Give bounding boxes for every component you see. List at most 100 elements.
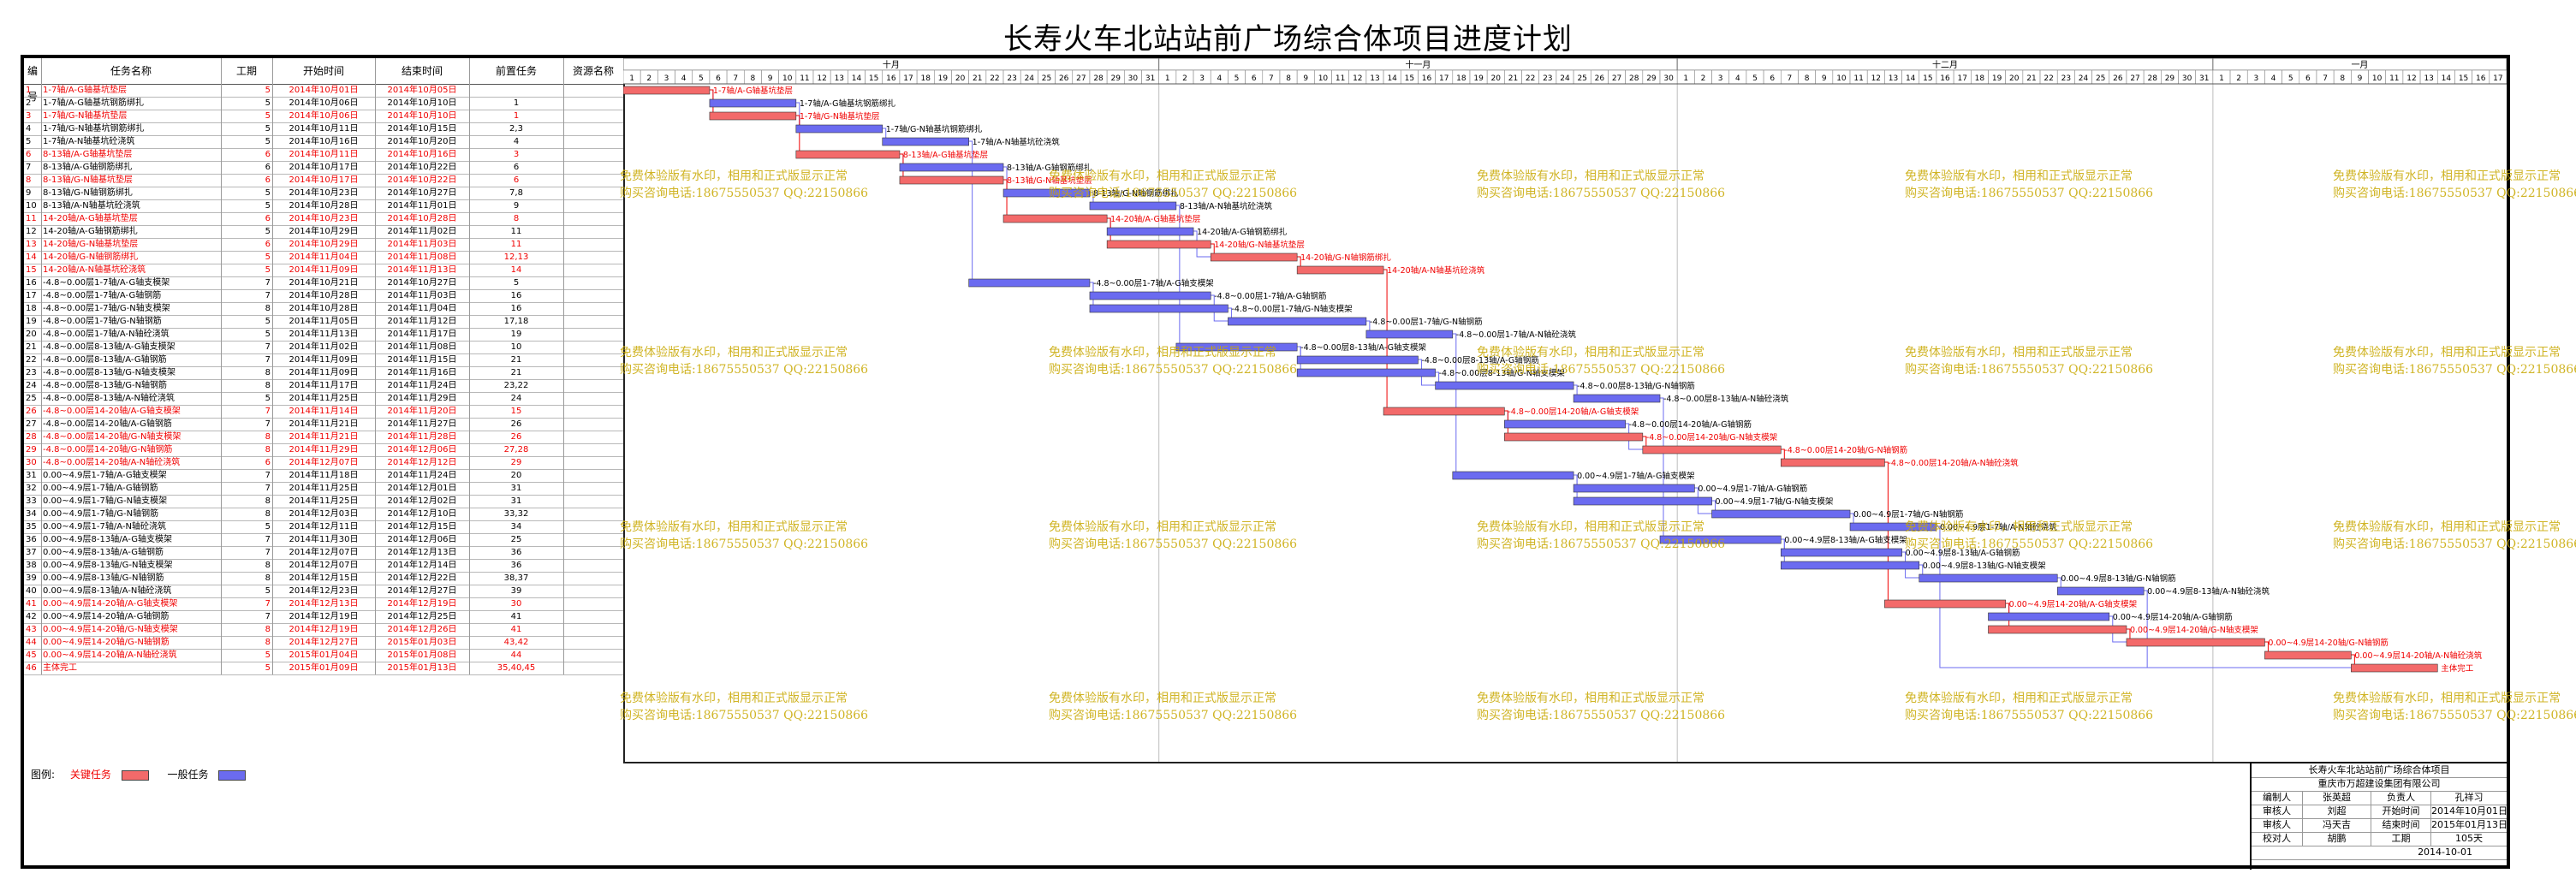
gantt-bar[interactable] [1106, 240, 1211, 249]
gantt-bar[interactable] [968, 278, 1091, 288]
gantt-bar[interactable] [1642, 445, 1782, 454]
gantt-bar[interactable] [882, 137, 969, 146]
gantt-bar[interactable] [1452, 471, 1574, 480]
gantt-bar[interactable] [899, 163, 1004, 172]
gantt-bar[interactable] [1780, 458, 1885, 467]
gantt-bar[interactable] [1106, 227, 1194, 236]
gantt-bar[interactable] [1988, 625, 2127, 634]
gantt-bar[interactable] [1089, 291, 1211, 300]
gantt-bar[interactable] [1919, 573, 2058, 583]
gantt-bar[interactable] [1504, 432, 1644, 442]
gantt-bar[interactable] [1089, 304, 1229, 313]
gantt-bar[interactable] [1884, 599, 2006, 609]
gantt-bar[interactable] [1228, 317, 1367, 326]
gantt-bar[interactable] [709, 111, 797, 121]
gantt-bar[interactable] [1210, 252, 1298, 262]
gantt-bar[interactable] [1573, 484, 1695, 493]
gantt-bar[interactable] [1573, 496, 1712, 506]
cell-col-id: 24 [26, 381, 37, 390]
gantt-bar[interactable] [1711, 509, 1851, 519]
gantt-bar[interactable] [2264, 650, 2352, 660]
gantt-bar[interactable] [795, 150, 901, 159]
gantt-bar[interactable] [1089, 201, 1177, 211]
cell-col-end: 2014年12月27日 [387, 586, 457, 596]
gantt-bar[interactable] [1296, 355, 1419, 365]
gantt-bar[interactable] [1296, 265, 1384, 275]
gantt-bar[interactable] [795, 124, 883, 134]
cell-col-id: 38 [26, 561, 37, 570]
gantt-bar[interactable] [1435, 381, 1574, 390]
gantt-bar[interactable] [1573, 394, 1661, 403]
gantt-bar[interactable] [1780, 548, 1902, 557]
gantt-bar[interactable] [1849, 522, 1937, 532]
gantt-bar[interactable] [2126, 638, 2265, 647]
gantt-bar[interactable] [2056, 586, 2145, 596]
gantt-bar[interactable] [709, 98, 797, 108]
gantt-bar[interactable] [1002, 188, 1091, 198]
gantt-bar[interactable] [1296, 368, 1436, 377]
gantt-bar[interactable] [1002, 214, 1108, 223]
gantt-bar[interactable] [1504, 419, 1626, 429]
gantt-bar[interactable] [1365, 330, 1454, 339]
gantt-bar[interactable] [899, 175, 1004, 185]
gantt-bar[interactable] [622, 86, 711, 95]
gantt-bar[interactable] [1988, 612, 2110, 621]
gantt-bar[interactable] [1175, 342, 1298, 352]
gantt-bar[interactable] [1780, 561, 1920, 570]
cell-col-start: 2014年11月25日 [289, 496, 359, 506]
cell-col-duration: 7 [265, 548, 271, 557]
gantt-bar[interactable] [2351, 663, 2438, 673]
row-divider [24, 559, 623, 560]
cell-col-predecessor: 15 [510, 407, 522, 416]
info-cell: 2015年01月13日 [2431, 819, 2507, 830]
gantt-bar[interactable] [1383, 407, 1505, 416]
gantt-bar[interactable] [1659, 535, 1782, 544]
